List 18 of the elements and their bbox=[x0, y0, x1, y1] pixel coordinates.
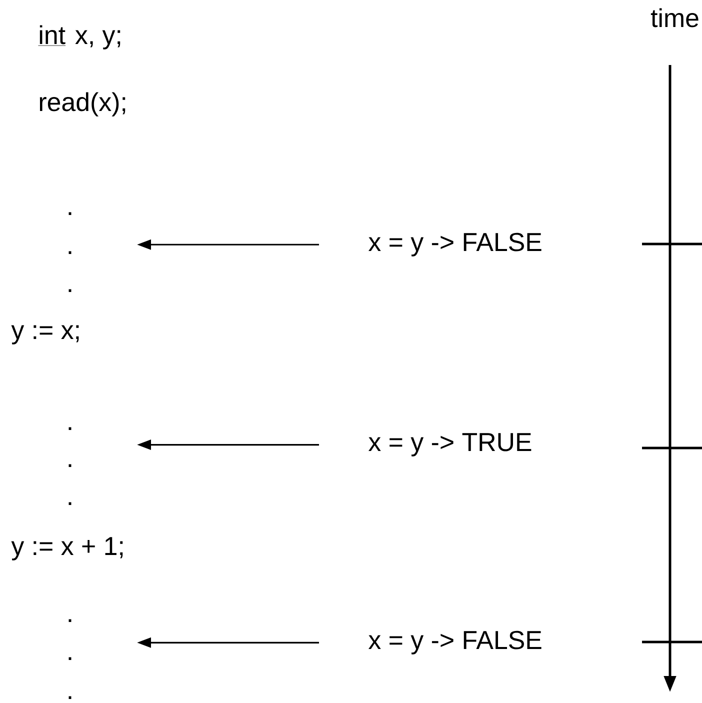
code-line: y := x; bbox=[11, 325, 79, 344]
ellipsis-dot: . bbox=[68, 464, 72, 467]
ellipsis-dot: . bbox=[68, 427, 72, 430]
ellipsis-dot: . bbox=[68, 619, 72, 622]
ellipsis-dot: . bbox=[68, 657, 72, 660]
ellipsis-dot: . bbox=[68, 502, 72, 505]
ellipsis-dot: . bbox=[68, 251, 72, 254]
code-line: read(x); bbox=[40, 92, 126, 116]
ellipsis-dot: . bbox=[68, 696, 72, 699]
assertion-text: x = y -> FALSE bbox=[368, 232, 542, 256]
keyword: int bbox=[38, 25, 66, 46]
code-line: x, y; bbox=[75, 30, 120, 50]
axis-label: time bbox=[650, 8, 698, 28]
assertion-text: x = y -> FALSE bbox=[368, 630, 542, 654]
ellipsis-dot: . bbox=[68, 212, 72, 215]
code-line: y := x + 1; bbox=[11, 537, 123, 560]
assertion-text: x = y -> TRUE bbox=[368, 433, 532, 456]
ellipsis-dot: . bbox=[68, 289, 72, 292]
